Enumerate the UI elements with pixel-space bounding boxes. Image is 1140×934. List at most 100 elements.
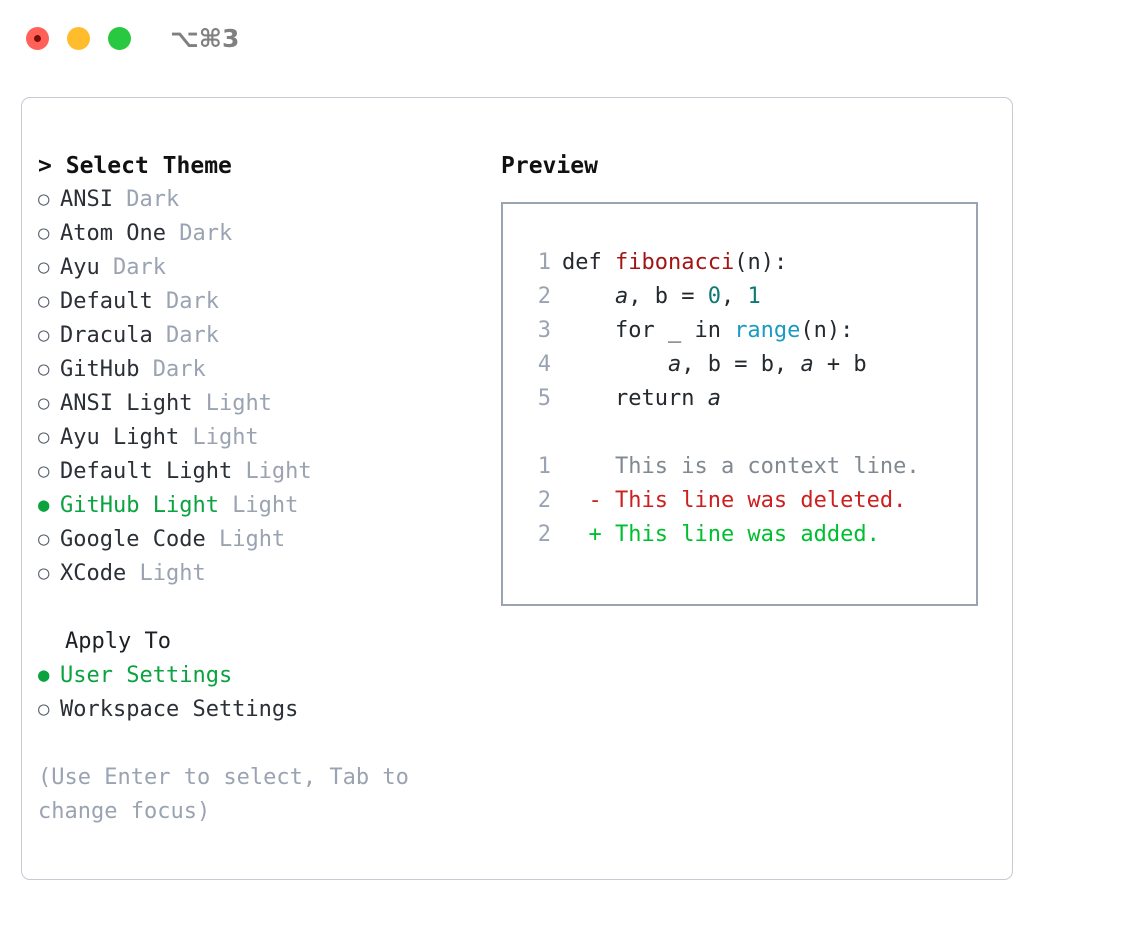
theme-list-header: > Select Theme (38, 149, 490, 183)
theme-option-github-light[interactable]: ● GitHub Light Light (38, 489, 490, 523)
apply-to-option-label: Workspace Settings (60, 697, 299, 722)
apply-to-label: Apply To (65, 629, 171, 654)
theme-variant-tag: Dark (165, 323, 219, 348)
theme-option-label: Default Light (60, 459, 246, 484)
code-line-number: 4 (537, 352, 551, 377)
code-token: (n): (800, 318, 854, 343)
code-token: a (614, 284, 629, 309)
theme-option-dracula[interactable]: ○ Dracula Dark (38, 319, 490, 353)
theme-list-title (52, 153, 66, 179)
theme-option-label: GitHub Light (60, 493, 233, 518)
diff-line-number: 2 (537, 522, 551, 547)
code-token: a (707, 386, 721, 411)
theme-variant-tag: Dark (152, 357, 206, 382)
theme-option-google-code[interactable]: ○ Google Code Light (38, 523, 490, 557)
theme-variant-tag: Dark (179, 221, 233, 246)
theme-option-label: ANSI (60, 187, 127, 212)
theme-option-label: GitHub (60, 357, 153, 382)
apply-to-option-user-settings[interactable]: ●User Settings (38, 659, 490, 693)
theme-list-pane: > Select Theme ○ANSI Dark○Atom One Dark○… (38, 149, 490, 829)
theme-option-ansi[interactable]: ○ ANSI Dark (38, 183, 490, 217)
radio-unselected-icon: ○ (38, 698, 50, 720)
theme-option-ayu-light[interactable]: ○ Ayu Light Light (38, 421, 490, 455)
diff-spacer (525, 416, 976, 450)
radio-unselected-icon: ○ (38, 358, 50, 380)
theme-option-xcode[interactable]: ○XCode Light (38, 557, 490, 591)
minimize-window-button[interactable] (67, 27, 90, 50)
theme-option-default-light[interactable]: ○Default Light Light (38, 455, 490, 489)
theme-option-label: XCode (60, 561, 140, 586)
radio-unselected-icon: ○ (38, 426, 50, 448)
theme-variant-tag: Light (192, 425, 259, 450)
code-token: a (800, 352, 814, 377)
code-line-number: 3 (537, 318, 551, 343)
theme-option-atom-one[interactable]: ○ Atom One Dark (38, 217, 490, 251)
code-token: b (654, 284, 668, 309)
keyboard-shortcut-label: ⌥⌘3 (170, 24, 240, 53)
diff-sample: 1 This is a context line.2 - This line w… (525, 450, 976, 552)
code-line: 3 for _ in range(n): (525, 314, 976, 348)
code-token: range (734, 318, 801, 343)
theme-option-ansi-light[interactable]: ○ANSI Light Light (38, 387, 490, 421)
title-bar: ⌥⌘3 (0, 0, 1140, 78)
code-token: , (720, 284, 748, 309)
code-line-text: a, b = 0, 1 (562, 280, 761, 314)
theme-variant-tag: Dark (126, 187, 180, 212)
apply-to-option-workspace-settings[interactable]: ○ Workspace Settings (38, 693, 490, 727)
theme-variant-tag: Light (245, 459, 312, 484)
theme-list-title-text: Select Theme (65, 153, 232, 179)
code-token: = (667, 284, 708, 309)
radio-unselected-icon: ○ (38, 528, 50, 550)
theme-variant-tag: Dark (165, 289, 219, 314)
theme-option-label: Ayu (60, 255, 113, 280)
code-token: , b = b, (681, 352, 801, 377)
theme-variant-tag: Light (218, 527, 286, 552)
diff-line: 2 + This line was added. (525, 518, 976, 552)
code-token: return (562, 386, 708, 411)
code-token: a (667, 352, 682, 377)
diff-line-text: This is a context line. (562, 454, 920, 479)
keyboard-hint-text: (Use Enter to select, Tab to change focu… (38, 765, 409, 824)
radio-unselected-icon: ○ (38, 392, 50, 414)
apply-to-options-list: ●User Settings ○ Workspace Settings (38, 659, 490, 727)
code-line: 1 def fibonacci(n): (525, 246, 976, 280)
code-token: def (562, 250, 615, 275)
theme-option-ayu[interactable]: ○Ayu Dark (38, 251, 490, 285)
code-line-text: a, b = b, a + b (562, 348, 867, 382)
code-line-number: 1 (537, 250, 551, 275)
theme-option-label: Default (60, 289, 166, 314)
diff-line: 1 This is a context line. (525, 450, 976, 484)
diff-line-text: - This line was deleted. (562, 488, 907, 513)
diff-line: 2 - This line was deleted. (525, 484, 976, 518)
theme-options-list: ○ANSI Dark○Atom One Dark○Ayu Dark○Defaul… (38, 183, 490, 591)
radio-unselected-icon: ○ (38, 222, 50, 244)
prompt-caret-icon: > (38, 153, 52, 179)
radio-unselected-icon: ○ (38, 562, 50, 584)
radio-unselected-icon: ○ (38, 256, 50, 278)
window-controls (26, 27, 131, 50)
maximize-window-button[interactable] (108, 27, 131, 50)
code-token (562, 352, 668, 377)
theme-option-label: Dracula (60, 323, 166, 348)
radio-selected-icon: ● (38, 494, 50, 516)
theme-option-label: ANSI Light (60, 391, 206, 416)
theme-option-label: Atom One (60, 221, 180, 246)
radio-selected-icon: ● (38, 664, 50, 686)
theme-variant-tag: Light (232, 493, 299, 518)
theme-option-default[interactable]: ○ Default Dark (38, 285, 490, 319)
code-token: (n): (734, 250, 788, 275)
code-line: 5 return a (525, 382, 976, 416)
code-line-text: def fibonacci(n): (562, 246, 787, 280)
code-line: 2 a, b = 0, 1 (525, 280, 976, 314)
code-token: 1 (747, 284, 761, 309)
code-token (562, 284, 615, 309)
section-spacer (38, 591, 490, 625)
close-window-button[interactable] (26, 27, 49, 50)
theme-option-label: Google Code (60, 527, 219, 552)
radio-unselected-icon: ○ (38, 324, 50, 346)
diff-line-number: 2 (537, 488, 551, 513)
radio-unselected-icon: ○ (38, 290, 50, 312)
radio-unselected-icon: ○ (38, 188, 50, 210)
theme-option-github[interactable]: ○ GitHub Dark (38, 353, 490, 387)
theme-option-label: Ayu Light (60, 425, 193, 450)
